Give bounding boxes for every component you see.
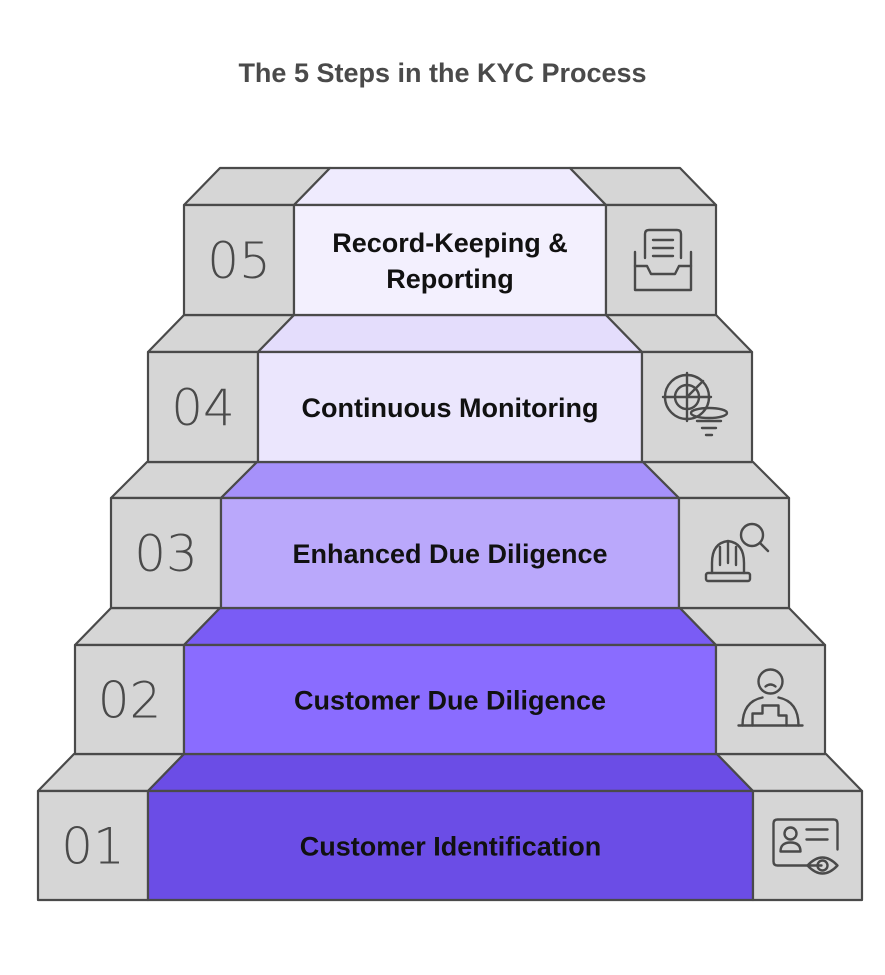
step-02: 02 Customer Due Diligence [73,606,827,756]
step-label: Customer Due Diligence [294,686,606,716]
step-front-right [640,350,754,464]
id-card-eye-icon [772,818,839,875]
step-top-center [182,606,718,647]
step-number: 02 [98,672,162,730]
step-number: 03 [134,525,198,583]
step-front-right [714,643,827,756]
step-front-right [677,496,791,610]
step-front-right [751,789,864,902]
step-label: Continuous Monitoring [302,393,599,423]
step-04: 04 Continuous Monitoring [146,313,754,464]
step-number: 05 [207,232,271,290]
step-01: 01 Customer Identification [36,752,864,902]
step-top-center [146,752,755,793]
radar-funnel-icon [661,371,729,437]
step-top-center [219,460,681,500]
step-front-center [292,203,608,317]
step-top-center [292,166,608,207]
step-label-line: Reporting [386,264,514,294]
step-number: 04 [171,379,235,437]
step-label-line: Record-Keeping & [332,228,568,258]
step-top-center [256,313,644,354]
step-number: 01 [61,818,125,876]
page-title: The 5 Steps in the KYC Process [238,58,647,88]
helmet-magnifier-icon [704,522,770,583]
step-label: Customer Identification [300,832,602,862]
step-03: 03 Enhanced Due Diligence [109,460,791,610]
step-label: Enhanced Due Diligence [292,539,607,569]
step-front-right [604,203,718,317]
person-podium-icon [737,668,804,727]
document-tray-icon [633,228,693,292]
step-05: 05 Record-Keeping & Reporting [182,166,718,317]
